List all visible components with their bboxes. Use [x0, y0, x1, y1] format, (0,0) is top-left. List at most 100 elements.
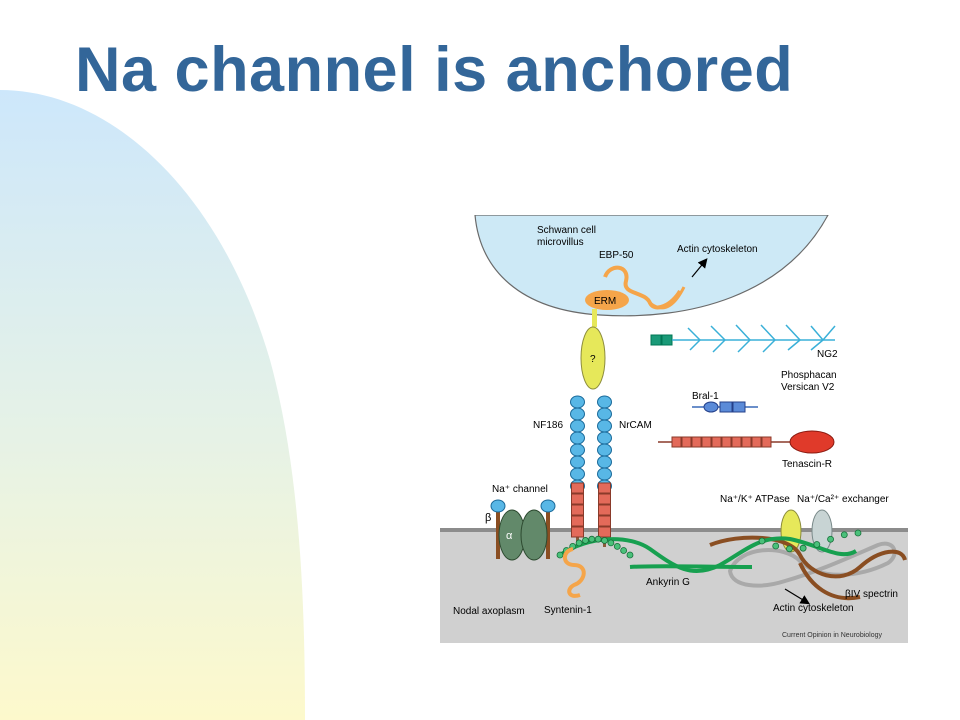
tenascin-domain	[671, 436, 682, 448]
syntenin-label: Syntenin-1	[544, 605, 592, 616]
membrane-link	[592, 309, 597, 327]
ankyrin-g-label: Ankyrin G	[646, 577, 690, 588]
na-channel-alpha-right	[520, 509, 548, 561]
schwann-cell-label: Schwann cell	[537, 225, 596, 236]
microvillus-label: microvillus	[537, 237, 584, 248]
fn-domain	[571, 515, 584, 527]
node-of-ranvier-diagram: Schwann cell microvillus EBP-50 Actin cy…	[440, 214, 908, 643]
beta-subunit-right	[546, 509, 550, 559]
ankyrin-bead	[582, 537, 589, 544]
actin-cytoskeleton-bottom-label: Actin cytoskeleton	[773, 603, 854, 614]
tenascin-domain	[741, 436, 752, 448]
ig-domain	[570, 395, 585, 409]
beta-subunit-left	[496, 509, 500, 559]
bral1-domain-oval	[703, 401, 719, 413]
tenascin-domain	[731, 436, 742, 448]
ankyrin-bead	[613, 542, 621, 550]
ng2-branches	[687, 324, 836, 353]
ankyrin-bead	[854, 529, 862, 537]
figure-credit: Current Opinion in Neurobiology	[782, 632, 882, 639]
beta-subunit-head-left	[490, 499, 506, 513]
ankyrin-bead	[620, 547, 628, 554]
ankyrin-bead	[772, 542, 780, 550]
ig-domain	[597, 419, 612, 433]
ig-domain	[597, 467, 612, 481]
ng2-domain-2	[661, 334, 673, 346]
background-arc	[0, 90, 305, 720]
spectrin-lower	[798, 562, 861, 601]
ebp50-label: EBP-50	[599, 250, 634, 261]
nodal-axoplasm-label: Nodal axoplasm	[453, 606, 525, 617]
tenascin-domain	[751, 436, 762, 448]
fn-domain	[571, 526, 584, 538]
ankyrin-bead	[840, 531, 848, 539]
ankyrin-bead	[786, 545, 793, 553]
fn-domain	[571, 493, 584, 505]
tenascin-domain	[691, 436, 702, 448]
ankyrin-g-lower	[629, 564, 753, 569]
beta-label: β	[485, 512, 491, 524]
ig-domain	[597, 407, 612, 421]
ankyrin-bead	[588, 535, 596, 543]
nrcam-label: NrCAM	[619, 420, 652, 431]
ng2-label: NG2	[817, 349, 838, 360]
ig-domain	[597, 431, 612, 445]
fn-domain	[598, 515, 611, 527]
fn-domain	[571, 504, 584, 516]
ig-domain	[570, 467, 585, 481]
ankyrin-bead	[758, 537, 766, 545]
tenascin-domain	[711, 436, 722, 448]
ankyrin-bead	[575, 539, 583, 547]
ankyrin-bead	[799, 544, 807, 552]
tenascin-fn-domains	[671, 436, 772, 448]
ig-domain	[570, 431, 585, 445]
actin-cytoskeleton-top-label: Actin cytoskeleton	[677, 244, 758, 255]
tenascin-domain	[761, 436, 772, 448]
tenascin-label: Tenascin-R	[782, 459, 832, 470]
schwann-cell-microvillus	[474, 214, 830, 317]
tenascin-fibrinogen-domain	[789, 430, 835, 454]
bral1-domain-2	[732, 401, 746, 413]
ankyrin-bead	[607, 539, 615, 547]
ig-domain	[570, 443, 585, 457]
syntenin-1-protein	[562, 547, 586, 598]
ankyrin-bead	[594, 535, 602, 543]
beta-subunit-head-right	[540, 499, 556, 513]
ankyrin-bead	[601, 537, 608, 544]
bral1-label: Bral-1	[692, 391, 719, 402]
ebp50-tail	[649, 286, 686, 310]
ankyrin-bead	[813, 541, 821, 548]
bral1-domain-1	[719, 401, 733, 413]
fn-domain	[598, 482, 611, 494]
fn-domains	[571, 482, 611, 538]
atpase-label: Na⁺/K⁺ ATPase	[720, 494, 790, 505]
actin-bottom-arrow	[784, 588, 811, 605]
axolemma-membrane	[440, 528, 908, 532]
ebp50-protein	[603, 265, 682, 310]
na-channel-label: Na⁺ channel	[492, 484, 548, 495]
fn-domain	[571, 482, 584, 494]
spectrin-label: βIV spectrin	[845, 589, 898, 600]
erm-label: ERM	[594, 296, 616, 307]
phosphacan-label: Phosphacan	[781, 370, 837, 381]
versican-label: Versican V2	[781, 382, 835, 393]
ig-domain	[570, 419, 585, 433]
unknown-protein-label: ?	[590, 354, 596, 365]
ankyrin-bead	[827, 535, 834, 543]
nf186-label: NF186	[533, 420, 563, 431]
ankyrin-repeat-beads	[556, 529, 862, 559]
ig-domain	[570, 407, 585, 421]
exchanger-label: Na⁺/Ca²⁺ exchanger	[797, 494, 889, 505]
unknown-protein	[580, 326, 606, 390]
spectrin-filament	[709, 535, 907, 579]
erm-protein	[585, 290, 629, 310]
slide-title: Na channel is anchored	[75, 35, 794, 105]
ig-domain	[597, 443, 612, 457]
ig-domain	[597, 455, 612, 469]
fn-domain	[598, 526, 611, 538]
ankyrin-bead	[556, 551, 564, 559]
alpha-label: α	[506, 530, 513, 542]
tenascin-domain	[681, 436, 692, 448]
actin-top-arrow	[691, 258, 708, 278]
